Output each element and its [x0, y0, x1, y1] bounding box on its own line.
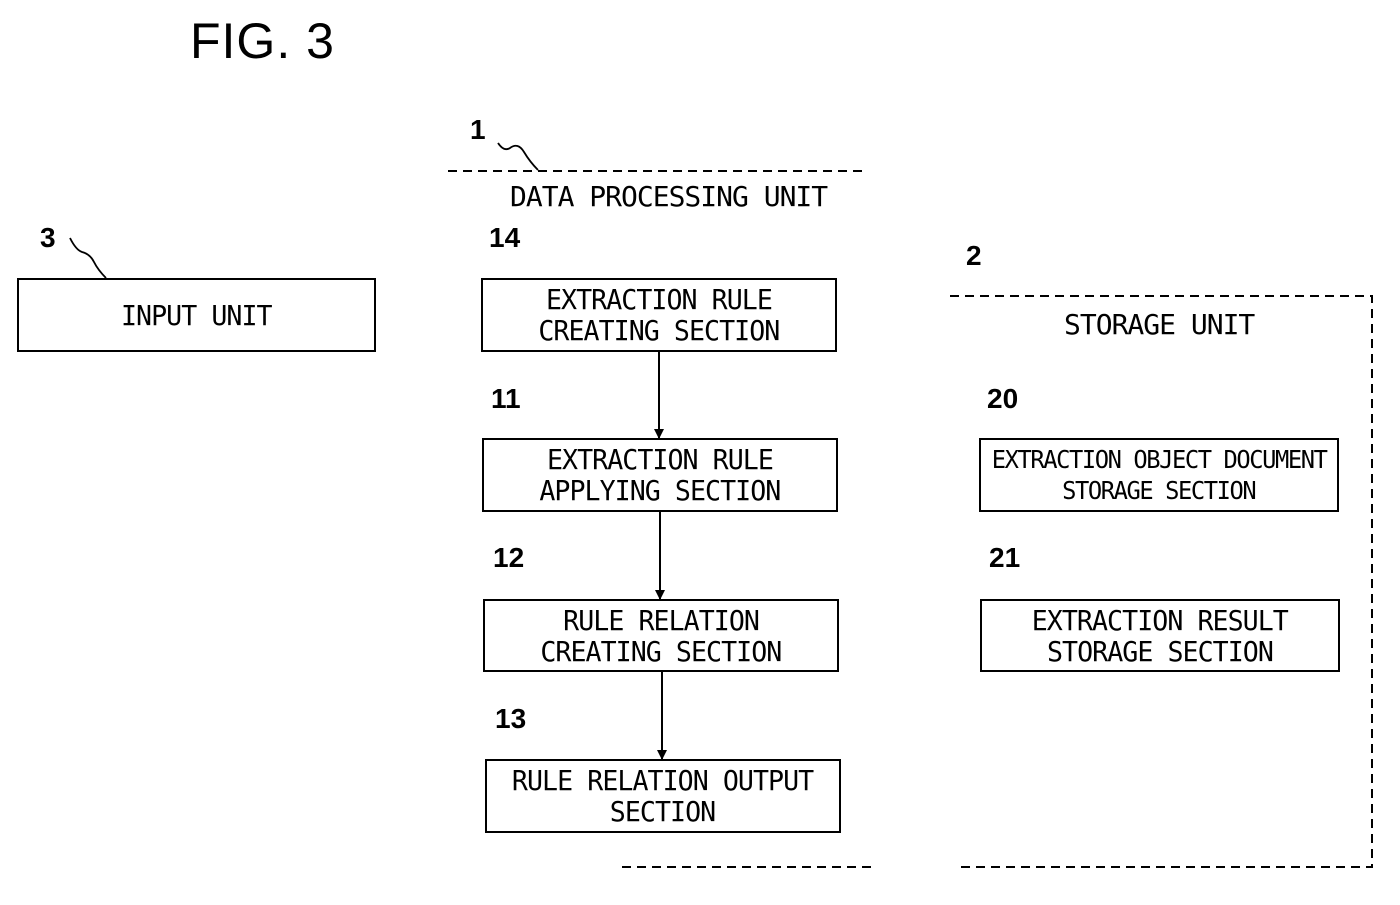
section-12-ref: 12: [493, 542, 525, 573]
storage-unit-label: STORAGE UNIT: [1064, 308, 1255, 341]
extraction-object-document-storage-section-box: EXTRACTION OBJECT DOCUMENT STORAGE SECTI…: [979, 438, 1339, 512]
section-21-line-2: STORAGE SECTION: [1047, 634, 1274, 668]
section-11-ref: 11: [491, 383, 521, 414]
extraction-result-storage-section-box: EXTRACTION RESULT STORAGE SECTION: [980, 599, 1340, 672]
input-unit-label: INPUT UNIT: [121, 298, 273, 332]
data-processing-unit-ref: 1: [470, 114, 486, 145]
section-21-line-1: EXTRACTION RESULT: [1031, 603, 1289, 637]
section-13-ref: 13: [495, 703, 527, 734]
section-20-line-2: STORAGE SECTION: [1062, 476, 1257, 505]
section-12-line-2: CREATING SECTION: [540, 634, 782, 668]
section-11-line-2: APPLYING SECTION: [539, 474, 781, 507]
section-13-line-1: RULE RELATION OUTPUT: [512, 764, 814, 797]
section-21-ref: 21: [989, 542, 1021, 573]
figure-title: FIG. 3: [190, 13, 335, 69]
input-unit-ref: 3: [40, 222, 56, 253]
extraction-rule-creating-section-box: EXTRACTION RULE CREATING SECTION: [481, 278, 837, 352]
section-11-line-1: EXTRACTION RULE: [547, 443, 774, 476]
rule-relation-output-section-box: RULE RELATION OUTPUT SECTION: [485, 759, 841, 833]
section-12-line-1: RULE RELATION: [563, 603, 760, 637]
rule-relation-creating-section-box: RULE RELATION CREATING SECTION: [483, 599, 839, 672]
section-14-line-1: EXTRACTION RULE: [546, 283, 773, 316]
ref-1-leader: [497, 142, 539, 171]
section-14-line-2: CREATING SECTION: [538, 314, 780, 347]
section-13-line-2: SECTION: [610, 795, 716, 828]
extraction-rule-applying-section-box: EXTRACTION RULE APPLYING SECTION: [482, 438, 838, 512]
section-20-line-1: EXTRACTION OBJECT DOCUMENT: [991, 445, 1328, 474]
storage-unit-ref: 2: [966, 240, 982, 271]
storage-unit-boundary: [950, 295, 1373, 868]
data-processing-unit-label: DATA PROCESSING UNIT: [510, 180, 828, 213]
input-unit-box: INPUT UNIT: [17, 278, 376, 352]
ref-3-leader: [69, 237, 107, 279]
section-20-ref: 20: [987, 383, 1019, 414]
section-14-ref: 14: [489, 222, 521, 253]
